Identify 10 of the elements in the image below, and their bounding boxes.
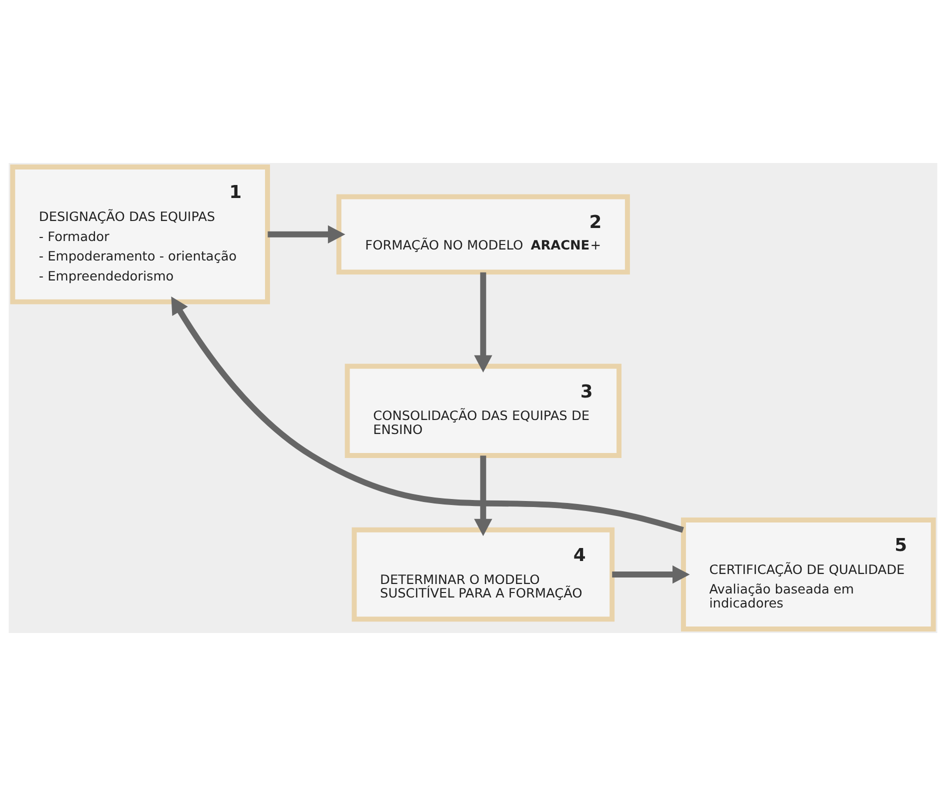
arrow bbox=[474, 272, 492, 373]
arrow bbox=[612, 565, 690, 584]
node-box: 4 DETERMINAR O MODELO SUSCITÍVEL PARA A FORMAÇÃO bbox=[352, 527, 615, 622]
node-box: 5 CERTIFICAÇÃO DE QUALIDADE Avaliação baseada em indicadores bbox=[680, 517, 936, 632]
arrow bbox=[171, 296, 684, 533]
arrow bbox=[268, 225, 346, 244]
node-box: 3 CONSOLIDAÇÃO DAS EQUIPAS DE ENSINO bbox=[344, 364, 622, 458]
arrow bbox=[474, 456, 492, 536]
node-box: 2 FORMAÇÃO NO MODELO ARACNE+ bbox=[336, 194, 630, 275]
node-box: 1 DESIGNAÇÃO DAS EQUIPAS - Formador - Empoderamento - orientação - Empreendedorismo bbox=[10, 164, 270, 304]
